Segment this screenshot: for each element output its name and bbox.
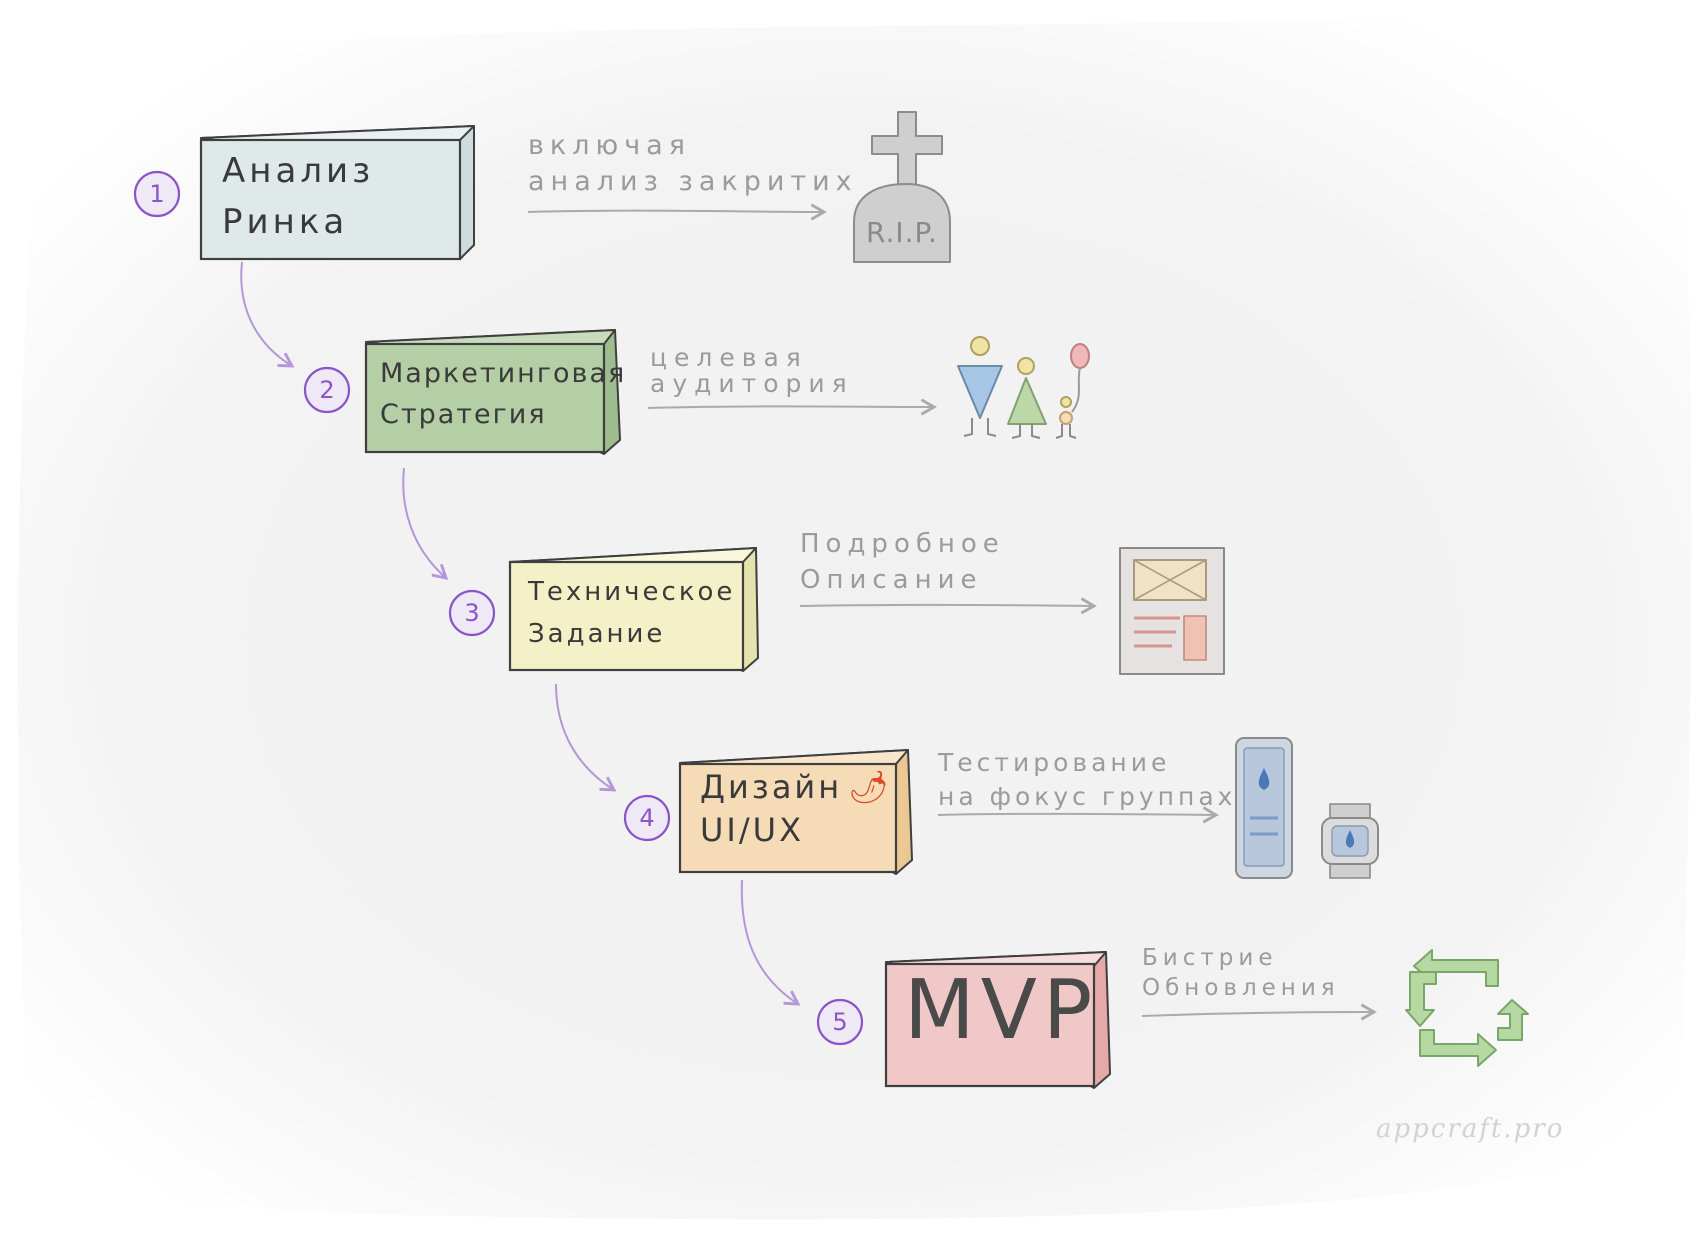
watermark: appcraft.pro — [1376, 1114, 1565, 1144]
note-4-line-1: Тестирование — [938, 748, 1171, 777]
note-3-line-2: Описание — [800, 565, 983, 596]
step-box-2 — [364, 329, 621, 455]
box-1-line-1: Анализ — [222, 151, 375, 191]
note-2-line-1: целевая — [650, 343, 808, 372]
recycle-icon — [1405, 949, 1529, 1067]
note-1: включая анализ закритих — [528, 128, 858, 201]
note-1-line-1: включая — [528, 130, 691, 161]
box-5-face — [884, 962, 1096, 1088]
step-badge-2: 2 — [319, 376, 335, 404]
step-badge-4: 4 — [639, 804, 655, 832]
note-arrow-1 — [527, 203, 827, 221]
tombstone-text: R.I.P. — [866, 216, 938, 249]
note-4: Тестирование на фокус группах — [938, 746, 1236, 814]
step-box-4 — [678, 749, 913, 875]
phone-watch-icon — [1235, 737, 1379, 879]
box-4-label: Дизайн🌶 UI/UX — [700, 766, 892, 852]
step-badge-1: 1 — [149, 180, 165, 208]
step-box-1 — [199, 125, 475, 261]
note-arrow-4 — [937, 806, 1219, 824]
step-badge-3: 3 — [464, 599, 480, 627]
note-2-line-2: аудитория — [650, 369, 854, 399]
note-5: Бистрие Обновления — [1142, 944, 1340, 1004]
box-4-line-1-text: Дизайн — [700, 768, 843, 806]
chili-pepper-icon: 🌶 — [848, 768, 892, 806]
box-2-line-2: Стратегия — [380, 398, 547, 430]
box-4-line-2: UI/UX — [700, 811, 804, 850]
badge-circle-1 — [133, 170, 181, 218]
note-5-line-2: Обновления — [1142, 974, 1340, 1001]
audience-figures-icon — [957, 336, 1090, 439]
box-3-face — [508, 560, 745, 672]
note-arrow-2 — [647, 398, 937, 416]
flow-arrow-1-2 — [240, 261, 295, 368]
step-badge-5: 5 — [832, 1008, 848, 1036]
box-3-line-2: Задание — [528, 618, 666, 649]
box-4-face — [678, 762, 898, 874]
flow-arrow-4-5 — [740, 879, 801, 1006]
note-4-line-2: на фокус группах — [938, 781, 1237, 811]
badge-circle-3 — [448, 589, 496, 637]
note-3-line-1: Подробное — [800, 529, 1005, 559]
box-1-label: Анализ Ринка — [222, 146, 374, 248]
box-1-face — [199, 138, 462, 261]
box-4-line-1: Дизайн🌶 — [700, 766, 892, 809]
box-5-label: MVP — [904, 970, 1098, 1052]
flow-arrow-3-4 — [555, 683, 617, 792]
note-2: целевая аудитория — [650, 343, 854, 399]
flow-arrow-2-3 — [402, 467, 449, 580]
note-arrow-3 — [799, 597, 1097, 615]
note-1-line-2: анализ закритих — [528, 166, 858, 198]
box-3-label: Техническое Задание — [528, 572, 735, 655]
box-3-line-1: Техническое — [528, 577, 736, 607]
step-box-5 — [884, 951, 1111, 1089]
badge-circle-2 — [303, 366, 351, 414]
box-2-label: Маркетинговая Стратегия — [380, 354, 626, 435]
document-icon — [1119, 547, 1225, 675]
badge-circle-5 — [816, 998, 864, 1046]
box-2-face — [364, 342, 606, 454]
box-5-line-1: MVP — [904, 963, 1099, 1058]
badge-circle-4 — [623, 794, 671, 842]
step-box-3 — [508, 547, 759, 672]
box-2-line-1: Маркетинговая — [380, 358, 627, 389]
note-arrow-5 — [1141, 1003, 1377, 1021]
paper-background — [17, 19, 1692, 1220]
box-1-line-2: Ринка — [222, 202, 349, 242]
note-3: Подробное Описание — [800, 526, 1005, 599]
tombstone-icon — [853, 111, 951, 263]
note-5-line-1: Бистрие — [1142, 945, 1278, 971]
